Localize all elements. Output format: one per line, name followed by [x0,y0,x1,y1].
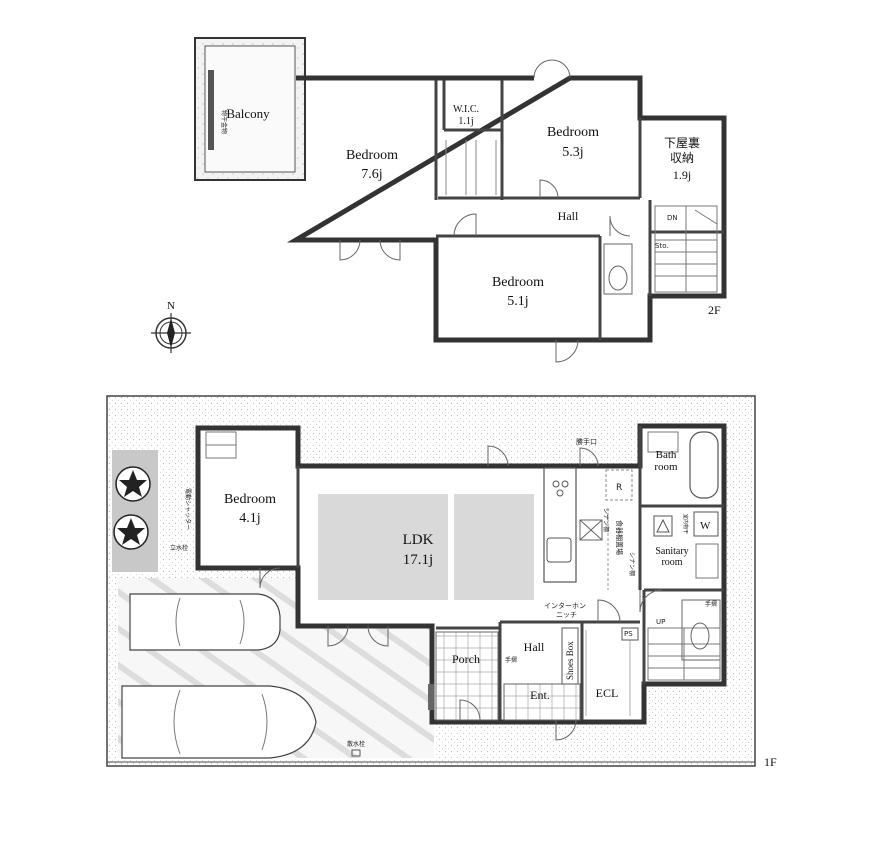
storage-note-2: 食器棚置場 [615,520,624,555]
shutter-note: 電動シャッター [184,488,192,530]
fridge-label: R [616,483,622,493]
sto-label: Sto. [655,242,669,250]
ldk-name: LDK [403,532,434,548]
wic-size: 1.1j [458,116,473,127]
up-label: UP [656,618,665,626]
tree-icon [115,466,151,502]
storage-note-3: シナン棚 [628,552,636,576]
hall-2f-label: Hall [558,209,579,223]
bedroom-7-6-size: 7.6j [361,167,382,182]
bedroom-5-1-name: Bedroom [492,275,544,290]
bathroom-label-2: room [654,461,678,473]
floor-2: Balcony 物干金物 [194,37,727,363]
floor-1: Bedroom 4.1j 電動シャッター 立水栓 LDK 17.1j 勝手口 R… [106,395,777,769]
bedroom-7-6-name: Bedroom [346,148,398,163]
handrail-note-1: 手摺 [705,600,717,608]
washer-label: W [700,520,711,532]
balcony-label: Balcony [226,106,270,121]
balcony-note: 物干金物 [220,110,228,134]
kitchen-counter [543,467,577,583]
bedroom-4-1-name: Bedroom [224,492,276,507]
intercom-note-2: ニッチ [556,611,577,619]
dn-label: DN [667,214,678,222]
attic-size: 1.9j [673,168,691,182]
tree-icon [113,514,149,550]
attic-name-2: 収納 [670,151,694,165]
ldk-size: 17.1j [403,552,433,568]
sanitary-label-2: room [661,557,682,568]
floor2-label: 2F [708,303,721,317]
sanitary-label-1: Sanitary [655,546,688,557]
vanity-note: 室内物干 [682,514,689,534]
porch-label: Porch [452,652,480,666]
compass: N [151,300,191,353]
shoes-box-label: Shoes Box [565,641,575,680]
bedroom-5-3-name: Bedroom [547,125,599,140]
bedroom-5-1-size: 5.1j [507,294,528,309]
intercom-note-1: インターホン [544,601,586,610]
faucet-note: 立水栓 [170,544,188,552]
ecl-label: ECL [596,686,619,700]
entrance-label: Ent. [530,688,550,702]
wic-name: W.I.C. [453,104,479,115]
bathroom-label-1: Bath [656,449,677,461]
bedroom-5-3-size: 5.3j [562,145,583,160]
attic-name-1: 下屋裏 [664,135,700,150]
compass-north: N [167,300,175,312]
handrail-note-2: 手摺 [505,656,517,664]
water-note: 散水栓 [347,740,365,748]
storage-note-1: シナン棚 [602,508,610,532]
hall-1f-label: Hall [524,640,545,654]
car-icon [129,593,281,651]
car-icon [121,685,317,759]
floor1-label: 1F [764,755,777,769]
ps-label: PS [624,630,633,638]
kitchen-door-note: 勝手口 [576,437,597,446]
bedroom-4-1-size: 4.1j [239,511,260,526]
